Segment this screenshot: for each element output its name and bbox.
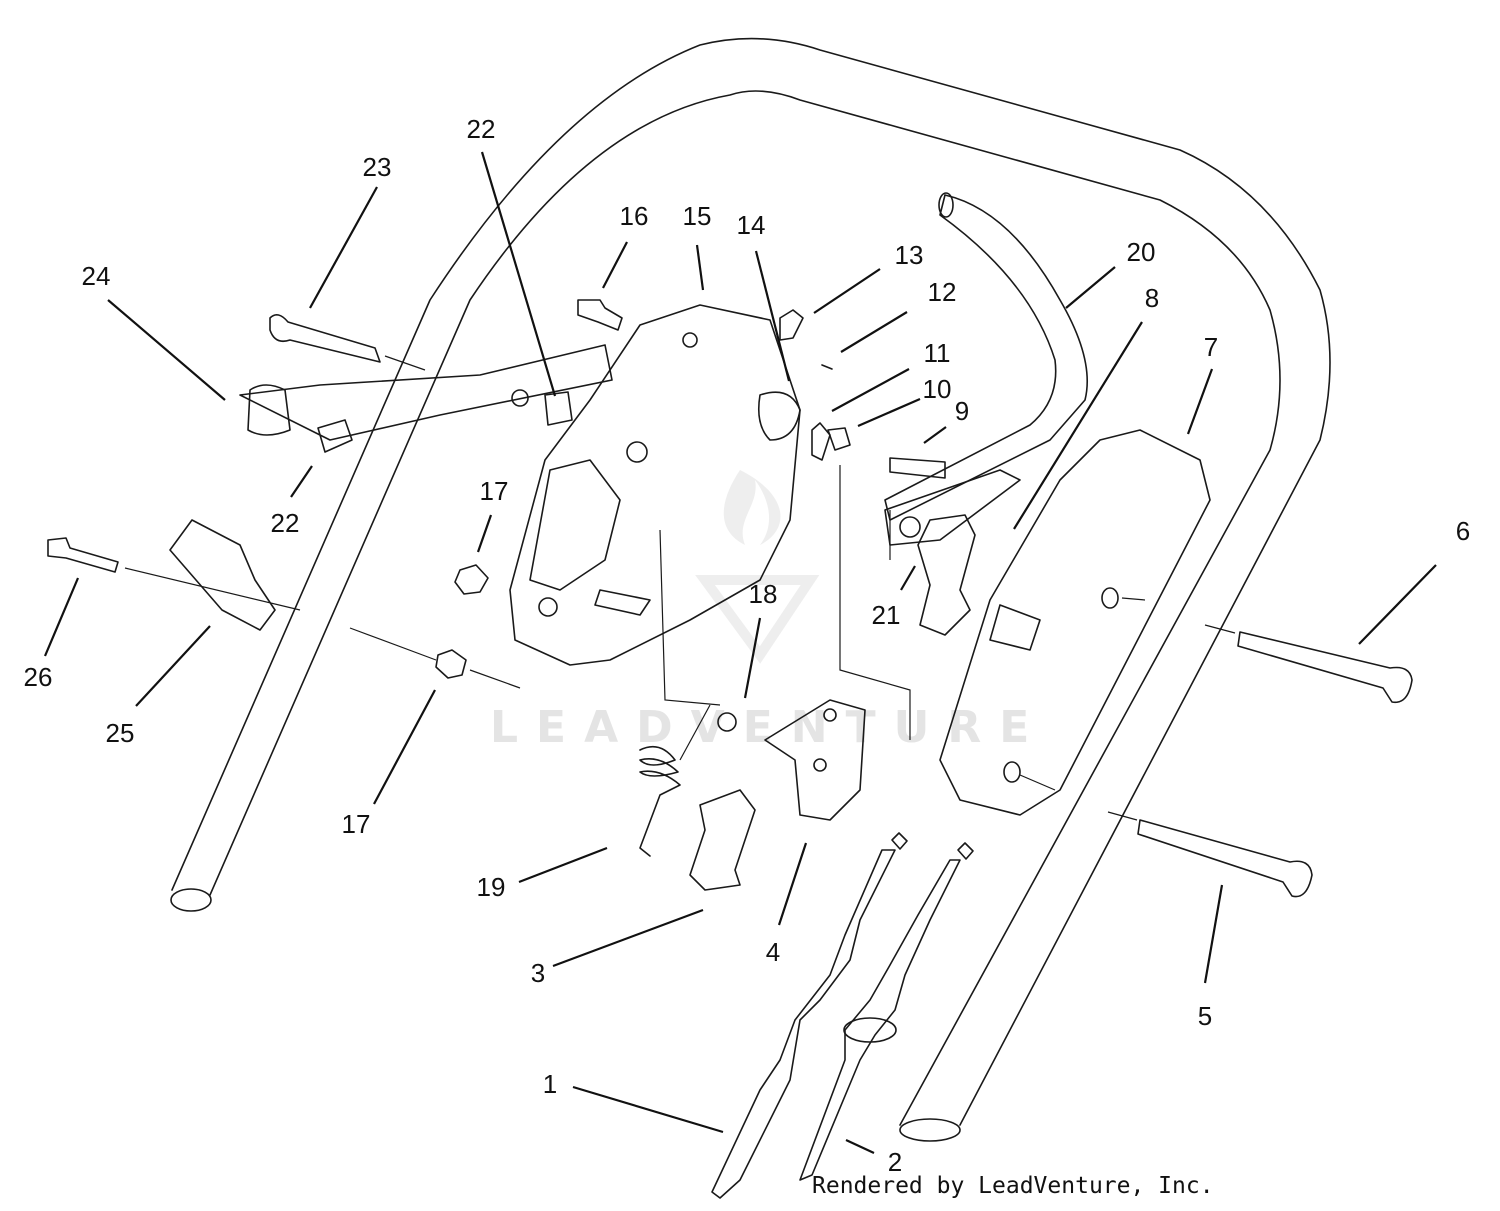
callout-20: 20	[1127, 237, 1156, 267]
callout-9: 9	[955, 396, 969, 426]
callout-19: 19	[477, 872, 506, 902]
watermark-logo	[695, 470, 820, 664]
lever-plate	[884, 457, 1021, 546]
callout-13: 13	[895, 240, 924, 270]
callout-18: 18	[749, 579, 778, 609]
bolt-5	[1107, 811, 1313, 898]
callout-24: 24	[82, 261, 111, 291]
callouts: 1 2 3 4 5 6 7 8 9 10 11 12 13 14 15 16 1…	[24, 114, 1471, 1177]
right-cover	[939, 429, 1211, 816]
callout-21: 21	[872, 600, 901, 630]
cable-1	[711, 832, 908, 1199]
callout-17-upper: 17	[480, 476, 509, 506]
callout-8: 8	[1145, 283, 1159, 313]
callout-1: 1	[543, 1069, 557, 1099]
bracket	[764, 699, 866, 821]
callout-3: 3	[531, 958, 545, 988]
nut-18	[717, 712, 737, 732]
small-parts	[779, 309, 851, 461]
spring-19	[639, 704, 711, 857]
watermark-text: LEADVENTURE	[490, 702, 1047, 753]
callout-22-lower: 22	[271, 508, 300, 538]
screw-23	[269, 314, 426, 371]
main-housing	[509, 304, 801, 666]
callout-15: 15	[683, 201, 712, 231]
lever-21	[917, 514, 976, 636]
cable-2	[799, 842, 974, 1181]
handle-tube	[170, 37, 1331, 1142]
callout-2: 2	[888, 1147, 902, 1177]
callout-10: 10	[923, 374, 952, 404]
knob-25	[169, 519, 276, 631]
callout-7: 7	[1204, 332, 1218, 362]
callout-16: 16	[620, 201, 649, 231]
callout-4: 4	[766, 937, 780, 967]
link-arms	[239, 344, 613, 453]
callout-23: 23	[363, 152, 392, 182]
callout-5: 5	[1198, 1001, 1212, 1031]
callout-26: 26	[24, 662, 53, 692]
callout-12: 12	[928, 277, 957, 307]
render-credit: Rendered by LeadVenture, Inc.	[812, 1173, 1214, 1199]
lever-3	[689, 789, 756, 891]
nut-17-lower	[349, 627, 521, 689]
callout-14: 14	[737, 210, 766, 240]
frame-plate	[659, 465, 911, 740]
callout-11: 11	[924, 338, 951, 368]
callout-17-lower: 17	[342, 809, 371, 839]
bolt-6	[1204, 624, 1413, 704]
callout-6: 6	[1456, 516, 1470, 546]
leader-lines	[43, 151, 1437, 1154]
bolt-26	[47, 537, 301, 611]
callout-25: 25	[106, 718, 135, 748]
callout-22-upper: 22	[467, 114, 496, 144]
screw-16	[577, 299, 623, 331]
nut-17-upper	[454, 564, 489, 595]
